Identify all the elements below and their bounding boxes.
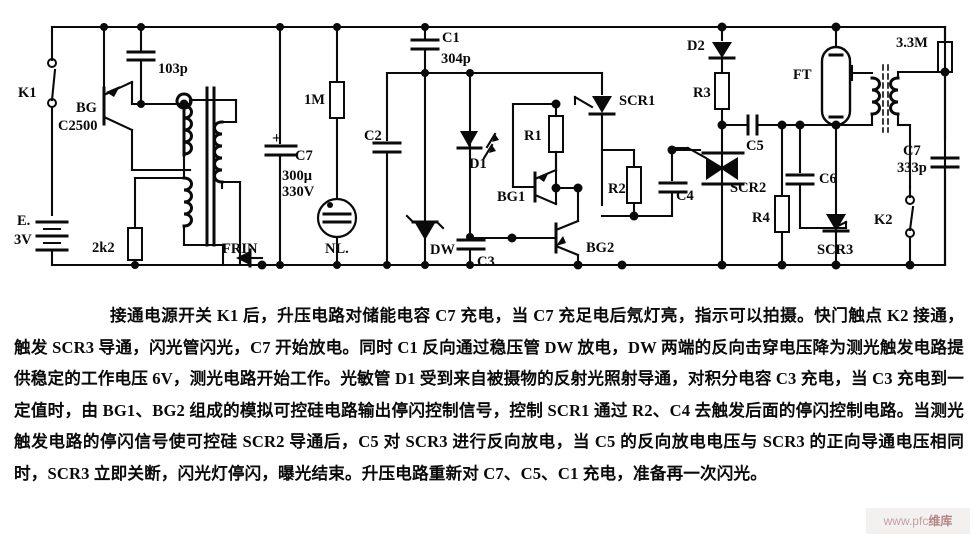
capacitor-c5 (720, 114, 784, 136)
trigger-transformer (834, 64, 924, 189)
scr3 (822, 214, 850, 233)
junction-dot (100, 23, 108, 31)
junction-dot (383, 261, 391, 269)
label-scr2: SCR2 (730, 180, 766, 196)
label-c7-left-value1: 300μ (282, 168, 313, 184)
resistor-r4 (774, 123, 790, 267)
junction-dot (795, 120, 805, 130)
junction-dot (333, 23, 341, 31)
label-r1: R1 (524, 128, 542, 144)
junction-dot (137, 23, 145, 31)
diode-frin (236, 248, 264, 268)
junction-dot (905, 260, 915, 270)
label-c3: C3 (477, 254, 495, 270)
junction-dot (831, 260, 841, 270)
label-103p: 103p (158, 61, 188, 77)
junction-dot (573, 260, 583, 270)
label-c4: C4 (676, 188, 694, 204)
junction-dot (629, 211, 639, 221)
junction-dot (717, 22, 727, 32)
label-c6: C6 (819, 171, 837, 187)
junction-dot (617, 260, 627, 270)
label-c1: C1 (442, 30, 460, 46)
watermark: www.pfc维库 (866, 508, 970, 534)
label-d1: D1 (469, 156, 487, 172)
capacitor-c2 (372, 71, 402, 267)
label-c7-plus: + (272, 130, 281, 147)
label-battery: E. (17, 213, 30, 229)
label-d2: D2 (687, 38, 705, 54)
transistor-bg1 (511, 102, 558, 206)
capacitor-c7-storage (264, 25, 298, 267)
neon-lamp-nl (316, 197, 358, 267)
resistor-1m (329, 25, 345, 200)
label-c7-right-value: 333p (897, 160, 927, 176)
label-nl: NL. (325, 241, 349, 257)
description-paragraph: 接通电源开关 K1 后，升压电路对储能电容 C7 充电，当 C7 充足电后氖灯亮… (14, 306, 964, 483)
flash-tube-ft (820, 25, 874, 267)
watermark-latin: www.pfc (883, 514, 929, 528)
junction-dot (507, 233, 517, 243)
label-r2: R2 (608, 181, 626, 197)
label-scr1: SCR1 (619, 93, 655, 109)
label-r4: R4 (752, 210, 770, 226)
label-c2: C2 (364, 128, 382, 144)
junction-dot (179, 99, 189, 109)
capacitor-c4 (658, 148, 688, 218)
junction-dot (276, 23, 284, 31)
capacitor-c7-trigger (930, 156, 960, 267)
junction-dot (333, 261, 341, 269)
switch-k2[interactable] (905, 185, 915, 267)
label-bg-part: C2500 (58, 118, 97, 134)
transformer-stepup (148, 86, 242, 267)
transistor-bg2 (468, 186, 580, 267)
circuit-schematic: .w { stroke:#0a0a0a; stroke-width:2.1; f… (14, 22, 960, 270)
resistor-r3 (714, 72, 730, 267)
label-battery-value: 3V (14, 232, 32, 248)
photodiode-d1 (456, 131, 499, 160)
diode-d2 (708, 25, 736, 75)
junction-dot (421, 261, 429, 269)
label-c1-value: 304p (441, 51, 471, 67)
junction-dot (466, 261, 474, 269)
junction-dot (257, 260, 267, 270)
label-scr3: SCR3 (817, 242, 853, 258)
junction-dot (276, 261, 284, 269)
junction-dot (137, 100, 145, 108)
junction-dot (777, 260, 787, 270)
scr2 (670, 146, 745, 186)
junction-dot (421, 23, 429, 31)
label-dw: DW (430, 242, 455, 258)
junction-dot (131, 261, 139, 269)
label-k2: K2 (874, 212, 893, 228)
label-2k2: 2k2 (92, 240, 115, 256)
junction-dot (551, 99, 561, 109)
label-bg1: BG1 (497, 189, 525, 205)
label-k1: K1 (18, 85, 37, 101)
label-c7-left-value2: 330V (282, 184, 315, 200)
junction-dot (466, 69, 474, 77)
junction-dot (831, 22, 841, 32)
capacitor-c6 (785, 123, 848, 230)
junction-dot (717, 260, 727, 270)
label-1m: 1M (304, 92, 325, 108)
transistor-bg (102, 25, 192, 172)
label-c5: C5 (746, 138, 764, 154)
zener-dw (405, 214, 445, 240)
label-c7-left: C7 (295, 148, 313, 164)
switch-k1[interactable] (47, 25, 57, 217)
label-frin: FRIN (222, 241, 258, 257)
label-bg: BG (76, 100, 97, 116)
label-ft: FT (793, 67, 812, 83)
label-c7-right: C7 (903, 143, 921, 159)
battery-e (35, 220, 69, 267)
scr1 (573, 71, 616, 207)
resistor-2k2 (127, 176, 143, 267)
label-3m3: 3.3M (896, 35, 928, 51)
watermark-cn: 维库 (928, 514, 953, 528)
label-bg2: BG2 (586, 240, 614, 256)
label-r3: R3 (693, 85, 711, 101)
